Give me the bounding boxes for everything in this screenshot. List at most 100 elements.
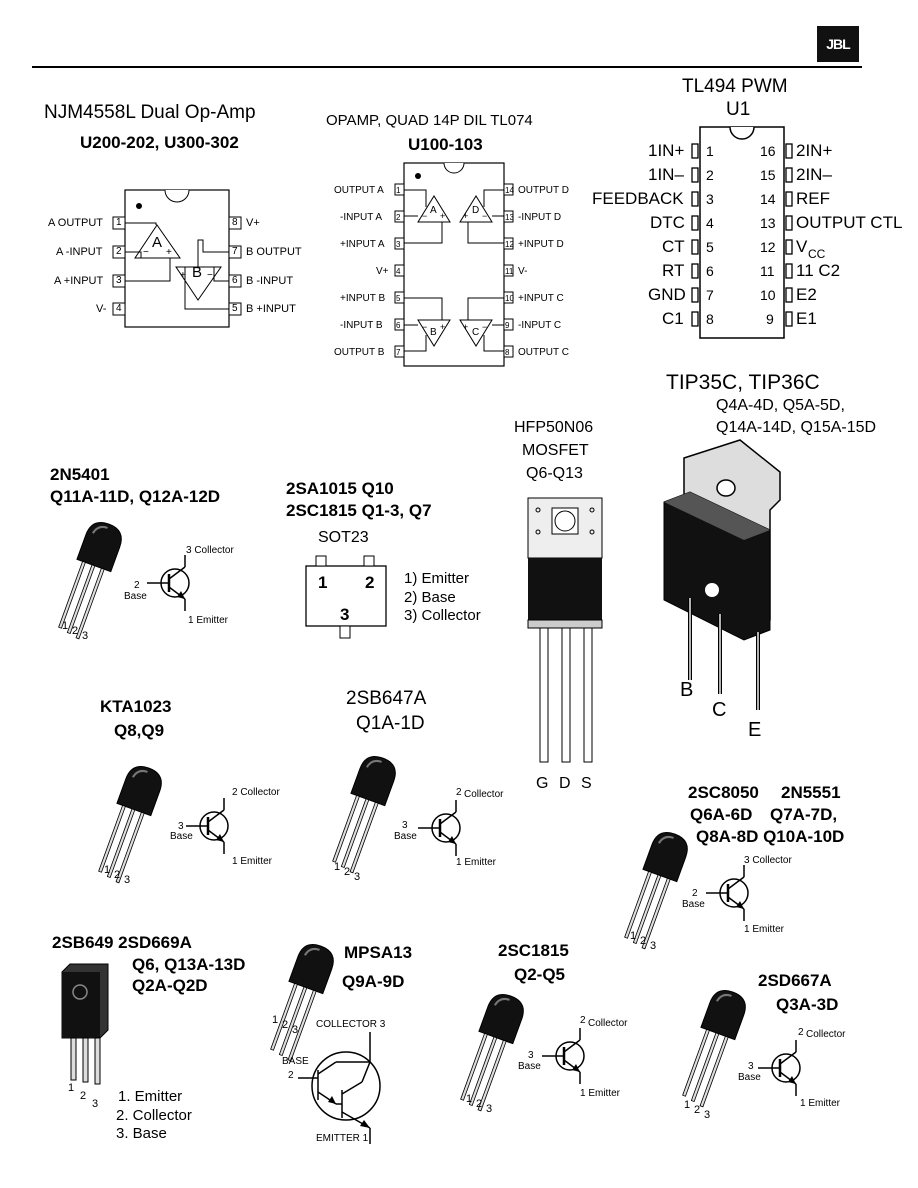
sd667-leg-2: 2 [694,1104,701,1116]
tl074-amp-d: D [472,205,480,216]
hfp-pin-d: D [559,775,571,792]
tl494-pin-1: 1IN+ [648,141,685,160]
tl494-pin-11: 11 C2 [796,261,841,280]
sc8050-refs-1a: Q6A-6D [690,805,753,824]
tl494-pin-6: RT [662,261,685,280]
sc1815-leg-2: 2 [476,1098,483,1110]
njm-num-7: 7 [232,246,238,257]
tl494-pin-12: V [796,237,808,256]
sot-package-name: SOT23 [318,529,369,546]
tl494-num-9: 9 [766,311,774,327]
sc1815-collector: Collector [588,1018,628,1029]
sot-pin-1: 1 [318,573,328,592]
sc1815-leg-1: 1 [466,1093,473,1105]
tl494-num-11: 11 [760,263,775,279]
sd667-leg-3: 3 [704,1109,711,1121]
sc8050-leg-2: 2 [640,935,647,947]
svg-text:+: + [166,247,172,258]
sb649-legend-3: 3. Base [116,1125,167,1142]
tl074-num-8: 8 [505,348,510,357]
tl074-num-2: 2 [396,213,401,222]
tl494-num-10: 10 [760,287,776,303]
tl074-pin-11: V- [518,266,528,277]
njm-num-2: 2 [116,246,122,257]
n5401-leg-2: 2 [72,625,79,637]
tl494-vcc-sub: CC [808,247,826,261]
tl074-num-5: 5 [396,294,401,303]
tip35-refs-2: Q14A-14D, Q15A-15D [716,419,877,436]
tl074-num-12: 12 [505,240,514,249]
tl074-pin-13: -INPUT D [518,212,562,223]
svg-text:+: + [180,270,186,281]
tl074-num-11: 11 [505,267,514,276]
sc8050-base-num: 2 [692,888,698,899]
tl494-ref: U1 [726,99,751,120]
sc1815-base: Base [518,1061,541,1072]
sc1815-base-num: 3 [528,1050,534,1061]
sc1815-emitter: 1 Emitter [580,1088,621,1099]
tl074-num-4: 4 [396,267,401,276]
tl074-pin-6: -INPUT B [340,320,383,331]
sc1815-refs: Q2-Q5 [514,965,566,984]
sc8050-name: 2SC8050 [688,783,759,802]
mpsa13-leg-2: 2 [282,1019,289,1031]
tl074-num-1: 1 [396,186,401,195]
sb649-leg-2: 2 [80,1090,87,1102]
sd667-base: Base [738,1072,761,1083]
sb647-base: Base [394,831,417,842]
n5401-base: Base [124,591,147,602]
tl494-num-3: 3 [706,191,714,207]
sc8050-emitter: 1 Emitter [744,924,785,935]
njm-pin-3: A +INPUT [54,275,104,287]
kta-name: KTA1023 [100,697,172,716]
tl494-num-1: 1 [706,143,714,159]
tl074-num-13: 13 [505,213,514,222]
kta-base: Base [170,831,193,842]
tl494-pin-13: OUTPUT CTL [796,213,903,232]
hfp-type: MOSFET [522,442,589,459]
tl494-pin-16: 2IN+ [796,141,833,160]
njm-num-8: 8 [232,217,238,228]
sot-line-1: 2SA1015 Q10 [286,479,394,498]
tl494-num-5: 5 [706,239,714,255]
sc8050-collector: 3 Collector [744,855,792,866]
n5401-leg-1: 1 [62,620,69,632]
sd667-name: 2SD667A [758,971,832,990]
tl074-num-9: 9 [505,321,510,330]
svg-text:+: + [463,211,468,221]
tip35-title: TIP35C, TIP36C [666,371,820,394]
njm-pin-6: B -INPUT [246,275,294,287]
hfp-refs: Q6-Q13 [526,465,583,482]
kta-leg-1: 1 [104,864,111,876]
sb647-collector: Collector [464,789,504,800]
tl074-pin-12: +INPUT D [518,239,564,250]
sd667-refs: Q3A-3D [776,995,839,1014]
sd667-collector-num: 2 [798,1027,804,1038]
tl494-num-16: 16 [760,143,776,159]
sb649-legend-2: 2. Collector [116,1107,192,1124]
sb649-legend-1: 1. Emitter [118,1088,183,1105]
tl074-num-14: 14 [505,186,514,195]
tl074-num-3: 3 [396,240,401,249]
tl494-pin-10: E2 [796,285,817,304]
sot-legend-1: 1) Emitter [404,570,470,587]
njm-pin-4: V- [96,303,107,315]
mpsa13-emitter: EMITTER 1 [316,1133,369,1144]
mpsa13-name: MPSA13 [344,943,413,962]
njm-amp-a: A [152,234,163,251]
njm-num-5: 5 [232,303,238,314]
tl074-pin-2: -INPUT A [340,212,383,223]
tl494-pin-14: REF [796,189,830,208]
tl074-amp-c: C [472,327,480,338]
jbl-logo: JBL [817,26,859,62]
hfp-name: HFP50N06 [514,419,594,436]
n5401-collector: 3 Collector [186,545,234,556]
svg-text:−: − [482,211,487,221]
